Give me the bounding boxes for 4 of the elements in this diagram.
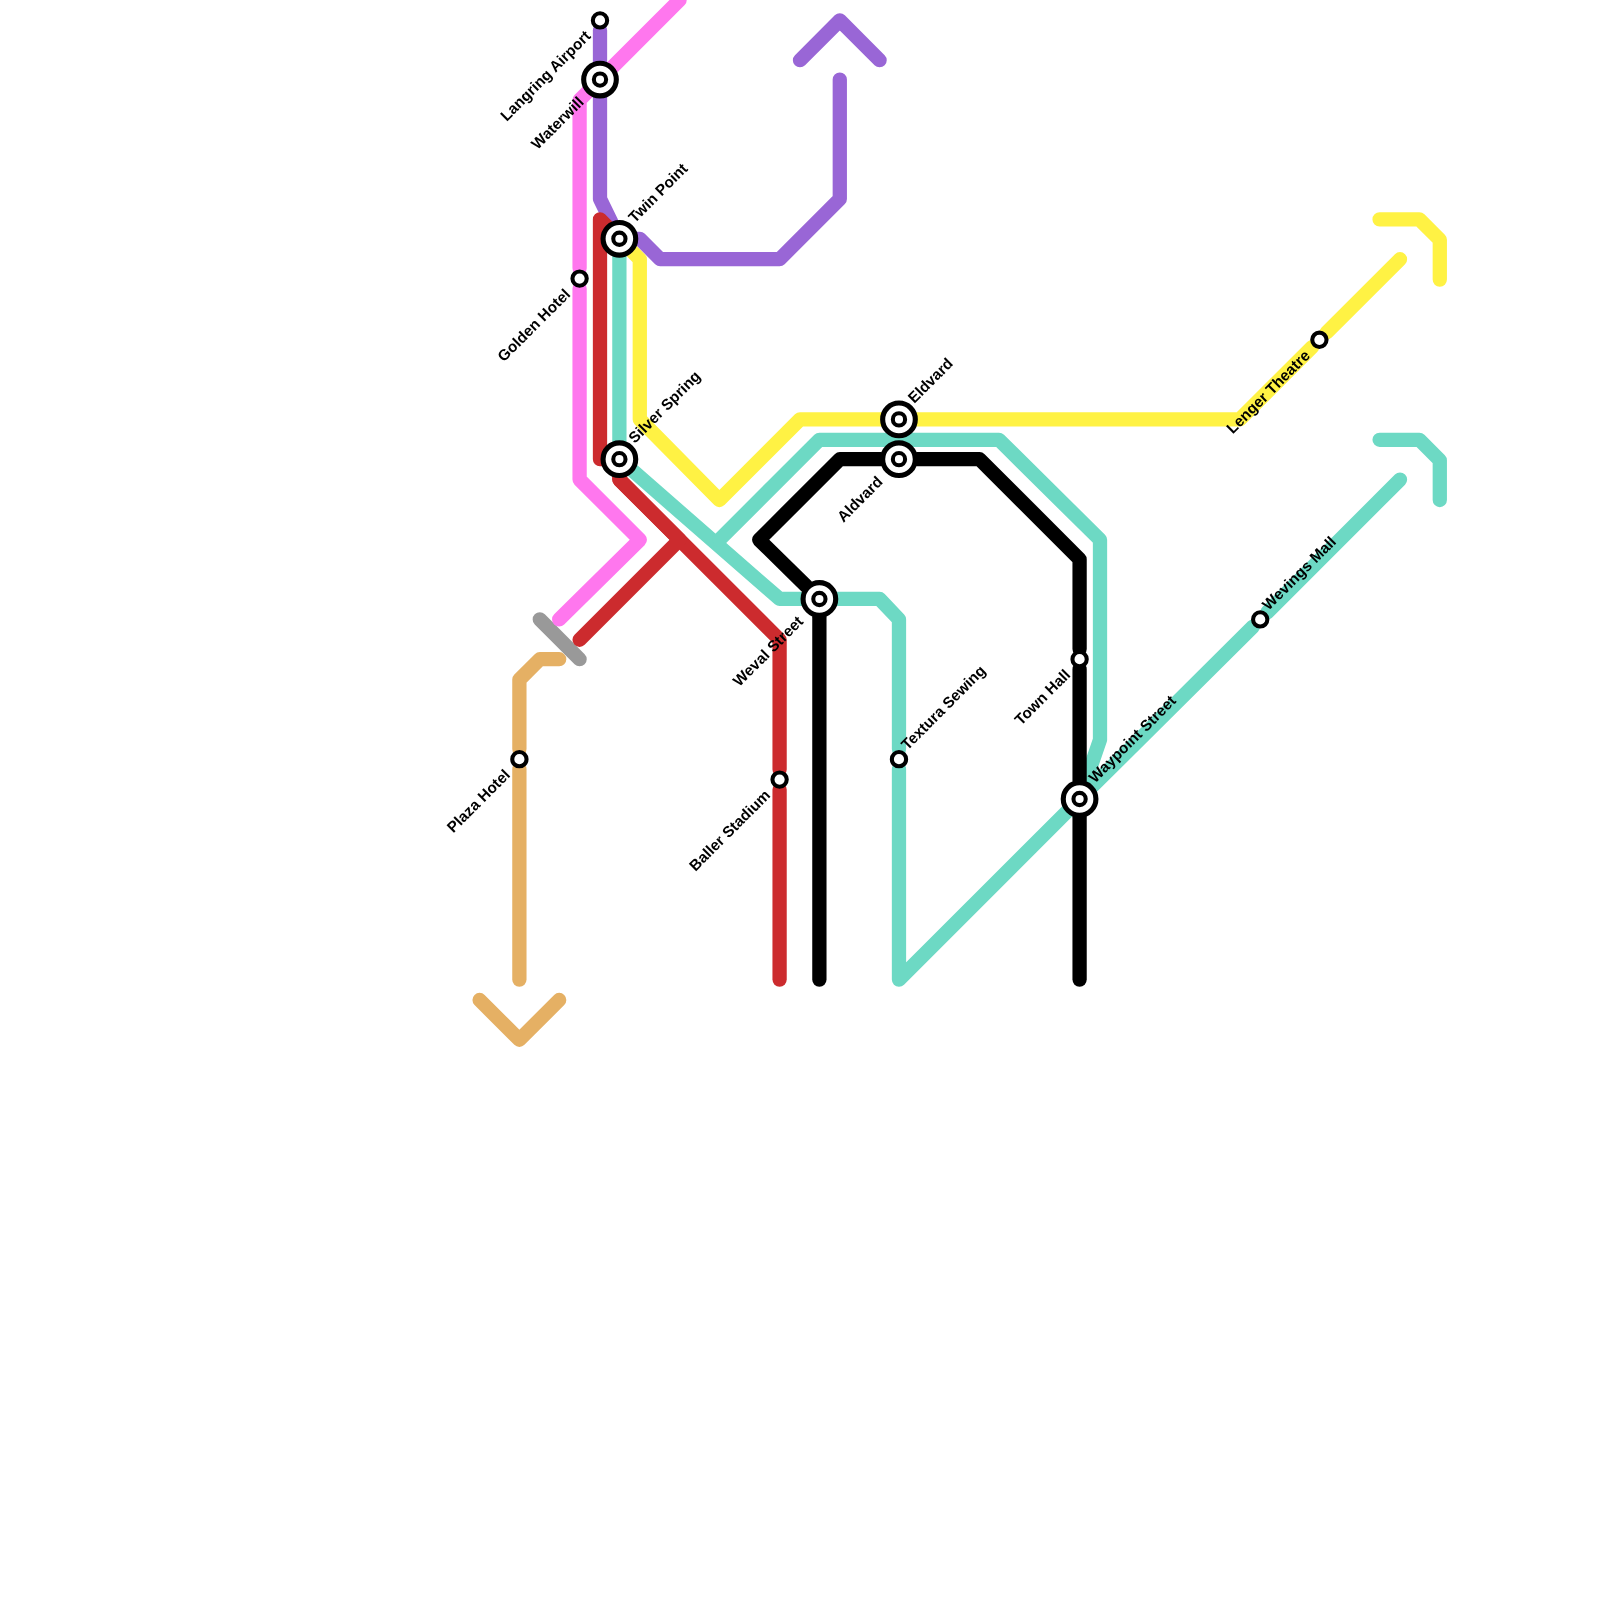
metro-line [1319,252,1408,340]
metro-line [1260,472,1408,620]
metro-line [592,212,614,467]
metro-line [605,0,687,74]
